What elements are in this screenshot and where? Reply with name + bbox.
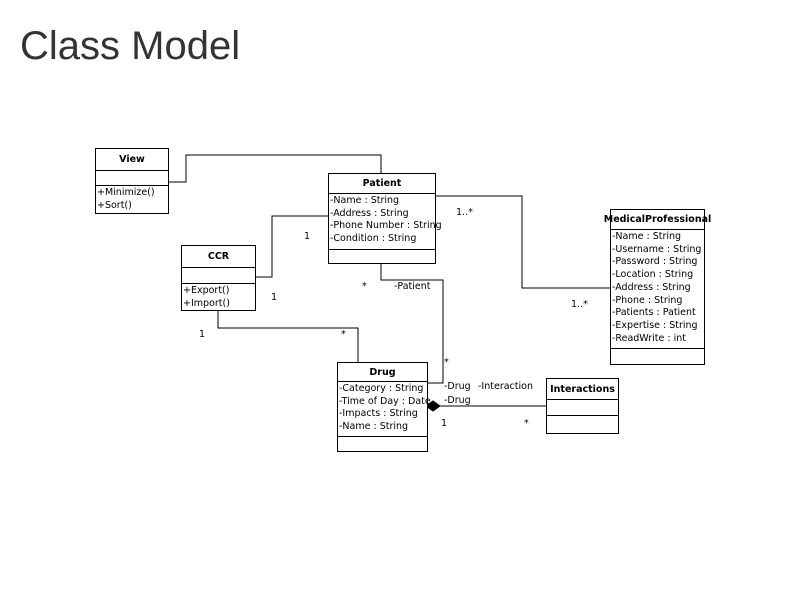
page-title: Class Model [20,24,241,68]
class-medicalprofessional[interactable]: MedicalProfessional -Name : String -User… [604,209,711,365]
class-attributes: -Category : String -Time of Day : Date -… [338,382,431,437]
view-patient-association [169,154,382,183]
multiplicity-label: 1 [441,418,448,429]
attribute: -Location : String [612,269,694,281]
attribute: -Condition : String [330,233,417,245]
class-attributes [547,400,618,416]
class-operations [611,349,704,352]
class-attributes [182,268,255,284]
multiplicity-label: 1 [199,329,206,340]
class-name: View [96,149,168,171]
attribute: -Phone Number : String [330,220,442,232]
multiplicity-label: * [341,329,346,340]
class-name: MedicalProfessional [604,210,711,230]
class-name: Drug [338,363,427,382]
multiplicity-label: 1..* [456,207,473,218]
attribute: -Category : String [339,383,424,394]
class-attributes: -Name : String -Username : String -Passw… [611,230,704,349]
operation: +Export() [183,285,230,296]
class-name: CCR [182,246,255,268]
attribute: -Username : String [612,243,702,255]
multiplicity-label: * [444,357,449,368]
attribute: -Impacts : String [339,408,418,420]
multiplicity-label: 1 [271,292,278,303]
role-label: -Interaction [478,381,533,392]
class-operations [338,437,427,440]
role-label: -Drug [444,395,471,406]
attribute: -Name : String [612,231,682,242]
attribute: -Expertise : String [612,319,698,331]
multiplicity-label: * [362,281,367,292]
class-operations [547,416,618,419]
class-view[interactable]: View +Minimize() +Sort() [95,148,169,214]
multiplicity-label: * [524,418,529,429]
class-ccr[interactable]: CCR +Export() +Import() [181,245,256,311]
operation: +Import() [183,297,230,309]
ccr-patient-association [255,215,328,278]
class-attributes: -Name : String -Address : String -Phone … [329,194,442,250]
composition-diamond [425,400,441,412]
class-operations: +Minimize() +Sort() [96,186,168,214]
attribute: -Address : String [330,207,409,219]
class-name: Patient [329,174,435,194]
class-name: Interactions [547,379,618,400]
attribute: -Name : String [339,421,409,433]
class-drug[interactable]: Drug -Category : String -Time of Day : D… [337,362,431,452]
class-patient[interactable]: Patient -Name : String -Address : String… [328,173,442,264]
attribute: -Patients : Patient [612,307,696,319]
operation: +Sort() [97,199,132,211]
class-operations: +Export() +Import() [182,284,255,312]
multiplicity-label: 1..* [571,299,588,310]
attribute: -Name : String [330,195,400,206]
patient-medical-association [435,195,610,289]
patient-drug-association [380,263,444,384]
operation: +Minimize() [97,187,155,198]
multiplicity-label: 1 [304,231,311,242]
role-label: -Drug [444,381,471,392]
class-interactions[interactable]: Interactions [546,378,619,434]
attribute: -Phone : String [612,294,683,306]
attribute: -ReadWrite : int [612,332,687,344]
ccr-drug-association [217,311,359,362]
class-operations [329,250,435,253]
role-label: -Patient [394,281,431,292]
attribute: -Time of Day : Date [339,395,431,407]
attribute: -Address : String [612,281,691,293]
class-attributes [96,171,168,186]
attribute: -Password : String [612,256,698,268]
